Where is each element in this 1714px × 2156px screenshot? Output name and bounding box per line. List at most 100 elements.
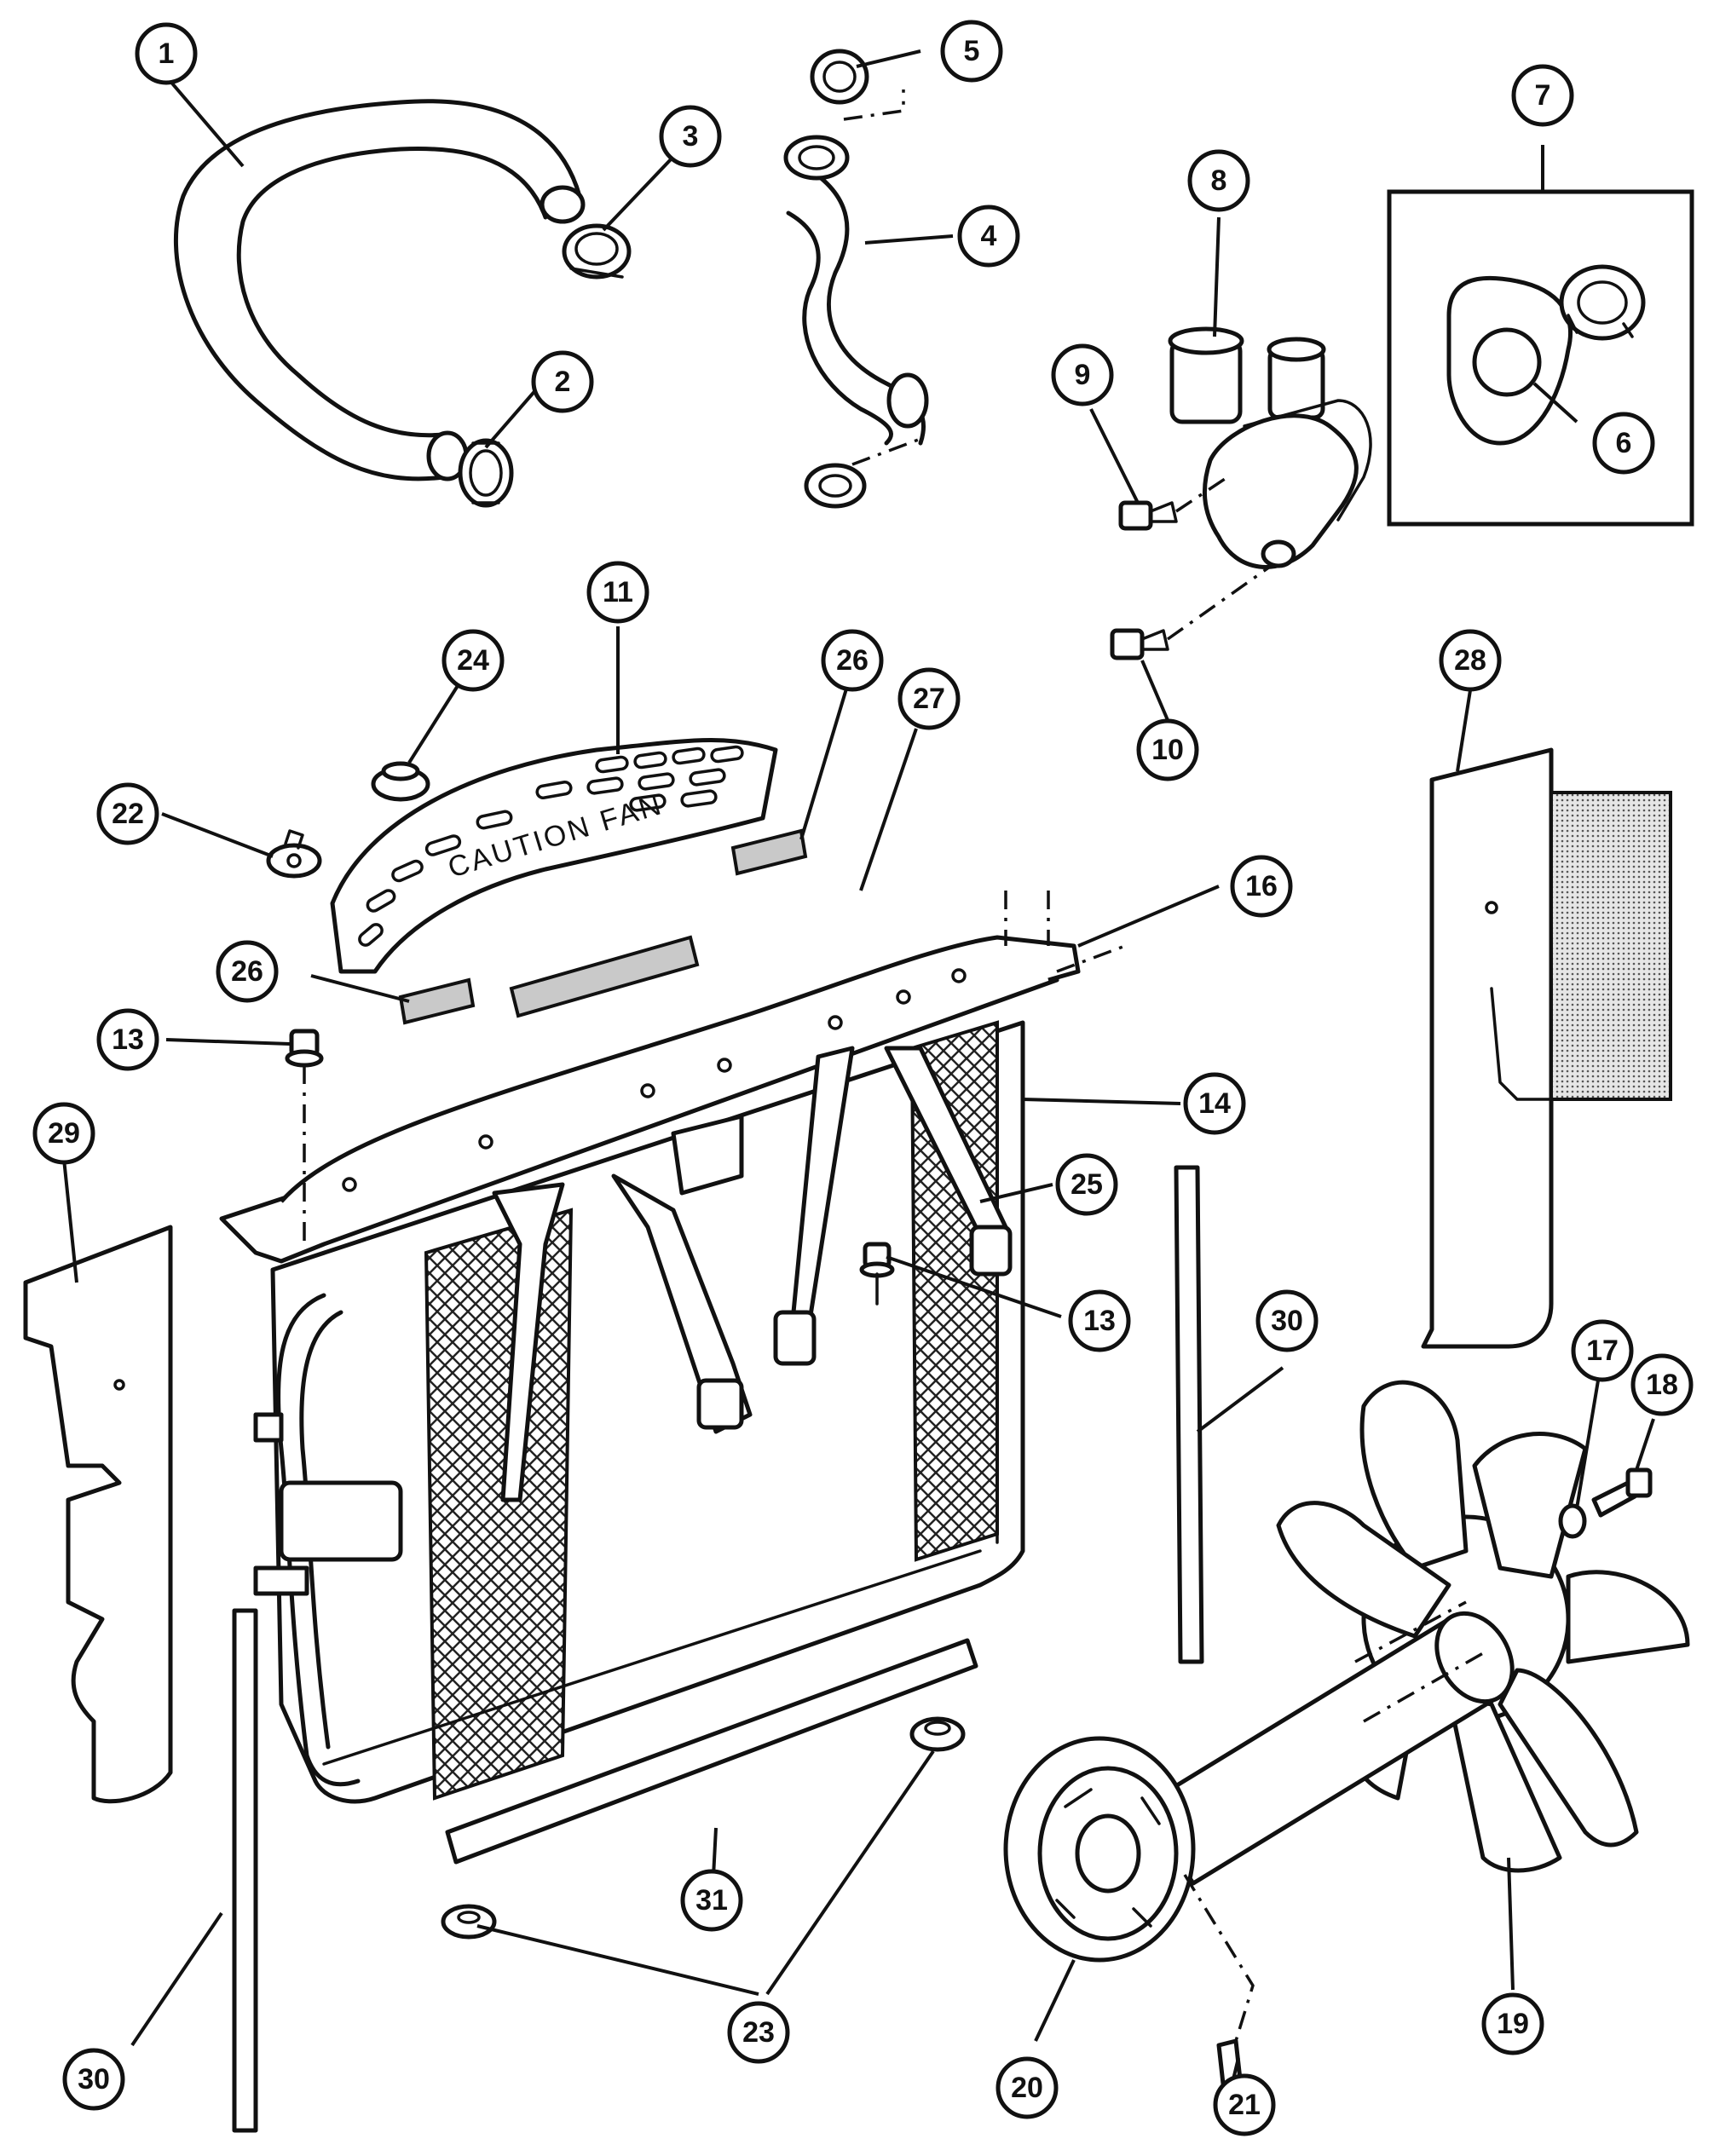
svg-text:6: 6 [1616, 427, 1632, 459]
svg-text:21: 21 [1228, 2089, 1261, 2121]
callout-29: 29 [32, 1102, 95, 1165]
housing-bolt-upper [1118, 476, 1228, 531]
callout-20: 20 [996, 2056, 1059, 2119]
housing-bolt-lower [1110, 565, 1272, 660]
fan-shroud: CAUTION FAN [330, 737, 778, 974]
callout-24: 24 [441, 629, 505, 692]
right-air-deflector [1421, 747, 1672, 1349]
callouts: 1 2 3 4 5 6 7 8 [32, 20, 1694, 2136]
lower-seal [445, 1638, 978, 1865]
thermostat-housing [1168, 326, 1372, 569]
svg-text:14: 14 [1198, 1087, 1231, 1120]
radiator-cap [371, 761, 430, 802]
svg-text:16: 16 [1245, 870, 1278, 902]
callout-1: 1 [135, 22, 198, 85]
leader-lines [62, 49, 1655, 2080]
svg-text:3: 3 [683, 120, 699, 153]
svg-text:9: 9 [1075, 359, 1091, 391]
bracket-fastener-line [1056, 944, 1126, 973]
vertical-seal-left [232, 1608, 258, 2133]
hose-clamp-top [810, 49, 905, 121]
svg-text:1: 1 [159, 37, 175, 70]
callout-11: 11 [586, 561, 649, 624]
radiator-brace-right [671, 1046, 1013, 1366]
svg-text:20: 20 [1011, 2072, 1043, 2104]
svg-text:26: 26 [836, 644, 869, 677]
callout-27: 27 [897, 667, 961, 730]
callout-30-left: 30 [62, 2048, 125, 2111]
callout-22: 22 [96, 782, 159, 845]
thermostat [1559, 264, 1646, 341]
drain-cock [266, 829, 322, 879]
callout-26-upper: 26 [821, 629, 884, 692]
bolt-center [859, 1242, 895, 1306]
callout-13-upper: 13 [96, 1008, 159, 1071]
svg-text:31: 31 [695, 1884, 728, 1917]
svg-text:18: 18 [1646, 1369, 1678, 1401]
water-pump-pulley [1003, 1736, 1196, 1963]
callout-31: 31 [680, 1869, 743, 1932]
shroud-seal-middle [509, 935, 700, 1018]
callout-17: 17 [1571, 1319, 1634, 1382]
svg-text:30: 30 [1271, 1305, 1303, 1337]
svg-text:4: 4 [981, 220, 997, 252]
callout-25: 25 [1055, 1153, 1118, 1216]
callout-26-lower: 26 [216, 940, 279, 1003]
callout-23: 23 [727, 2001, 790, 2064]
callout-2: 2 [531, 350, 594, 413]
left-air-deflector [23, 1225, 173, 1804]
svg-text:26: 26 [231, 955, 263, 988]
svg-text:22: 22 [112, 798, 144, 830]
svg-text:7: 7 [1535, 79, 1551, 112]
svg-text:11: 11 [603, 576, 633, 608]
radiator-isolator-left [441, 1904, 497, 1940]
svg-text:2: 2 [555, 366, 571, 398]
svg-text:5: 5 [964, 35, 980, 67]
svg-text:23: 23 [742, 2016, 775, 2049]
hose-clamp-upper [562, 223, 632, 280]
svg-text:8: 8 [1211, 164, 1227, 197]
svg-text:25: 25 [1071, 1168, 1103, 1201]
callout-19: 19 [1481, 1992, 1544, 2055]
shroud-seal-lower [398, 977, 476, 1025]
callout-14: 14 [1183, 1072, 1246, 1135]
svg-text:13: 13 [1083, 1305, 1116, 1337]
fan-bolt [1591, 1467, 1653, 1518]
thermostat-gasket [1446, 275, 1573, 446]
hose-clamp-bottom [804, 437, 921, 509]
callout-16: 16 [1230, 855, 1293, 918]
vertical-seal-right [1174, 1165, 1204, 1664]
bypass-hose [783, 135, 929, 446]
callout-5: 5 [940, 20, 1003, 83]
callout-30-right: 30 [1255, 1289, 1319, 1352]
callout-21: 21 [1213, 2073, 1276, 2136]
radiator-brace-left [492, 1173, 753, 1502]
svg-text:24: 24 [457, 644, 489, 677]
shroud-seal-upper [730, 828, 808, 876]
svg-text:19: 19 [1497, 2008, 1529, 2040]
transmission-cooler-lines [253, 1293, 403, 1787]
callout-28: 28 [1439, 629, 1502, 692]
shroud-slots [358, 745, 744, 947]
svg-text:10: 10 [1151, 734, 1184, 766]
fan-shaft-clip [1183, 1874, 1255, 2086]
callout-13-lower: 13 [1068, 1289, 1131, 1352]
callout-4: 4 [957, 205, 1020, 268]
callout-8: 8 [1187, 149, 1250, 212]
svg-text:29: 29 [48, 1117, 80, 1150]
svg-text:30: 30 [78, 2063, 110, 2095]
svg-text:27: 27 [913, 683, 945, 715]
upper-radiator-support [219, 891, 1081, 1264]
bolt-top-left [285, 1029, 324, 1244]
thermostat-kit-box [1387, 189, 1694, 527]
svg-text:13: 13 [112, 1023, 144, 1056]
svg-text:28: 28 [1454, 644, 1486, 677]
callout-9: 9 [1051, 343, 1114, 406]
fan-bolt-washer [1558, 1503, 1587, 1539]
callout-10: 10 [1136, 718, 1199, 781]
radiator-core [270, 1020, 1025, 1804]
svg-text:17: 17 [1586, 1335, 1619, 1367]
radiator-isolator-right [909, 1716, 966, 1752]
callout-7: 7 [1511, 64, 1574, 127]
